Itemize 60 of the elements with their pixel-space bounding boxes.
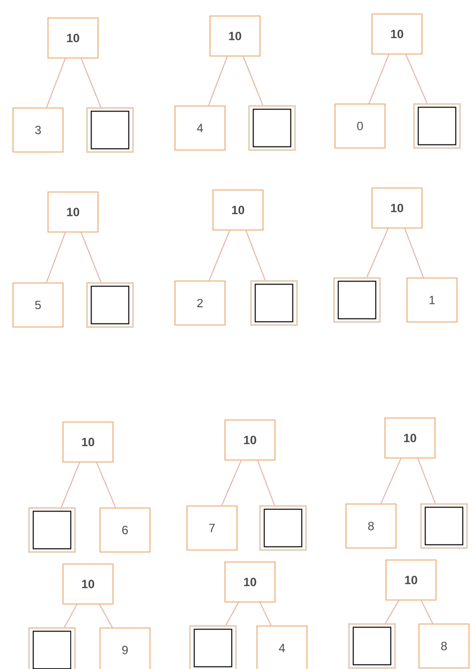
number-box: 10 — [371, 13, 423, 55]
number-box: 10 — [224, 419, 276, 461]
branch-line — [208, 230, 230, 281]
answer-box — [259, 505, 307, 551]
number-box: 10 — [384, 417, 436, 459]
branch-line — [80, 58, 102, 108]
answer-box — [413, 103, 461, 149]
number-box: 10 — [62, 563, 114, 605]
number-box: 2 — [174, 280, 226, 326]
number-box: 10 — [385, 559, 437, 601]
number-box: 10 — [47, 17, 99, 59]
answer-box — [333, 277, 381, 323]
branch-line — [242, 56, 264, 106]
branch-line — [366, 228, 389, 278]
number-box: 1 — [406, 277, 458, 323]
answer-box — [420, 503, 468, 549]
branch-line — [368, 54, 390, 104]
branch-line — [99, 604, 113, 628]
branch-line — [257, 460, 275, 506]
branch-line — [420, 600, 434, 624]
number-box: 5 — [12, 282, 64, 328]
answer-box — [248, 105, 296, 151]
branch-line — [225, 602, 239, 626]
branch-line — [405, 54, 428, 104]
answer-box — [28, 507, 76, 553]
number-box: 7 — [186, 505, 238, 551]
number-box: 4 — [256, 625, 308, 669]
number-box: 8 — [345, 503, 397, 549]
branch-line — [46, 232, 66, 283]
number-box: 6 — [99, 507, 151, 553]
number-box: 10 — [371, 187, 423, 229]
branch-line — [417, 458, 436, 504]
number-box: 10 — [212, 189, 264, 231]
number-box: 9 — [99, 627, 151, 669]
branch-line — [404, 228, 424, 278]
answer-box — [86, 107, 134, 153]
branch-line — [259, 602, 272, 626]
answer-box — [28, 627, 76, 669]
number-box: 10 — [47, 191, 99, 233]
branch-line — [384, 600, 400, 624]
branch-line — [60, 462, 80, 508]
branch-line — [221, 460, 242, 506]
branch-line — [380, 458, 402, 504]
branch-line — [245, 230, 266, 281]
answer-box — [348, 623, 396, 669]
number-box: 10 — [224, 561, 276, 603]
branch-line — [96, 462, 116, 508]
number-box: 10 — [209, 15, 261, 57]
branch-line — [80, 232, 102, 283]
number-box: 3 — [12, 107, 64, 153]
branch-line — [64, 604, 78, 628]
answer-box — [189, 625, 237, 669]
answer-box — [250, 280, 298, 326]
branch-line — [208, 56, 228, 106]
number-box: 4 — [174, 105, 226, 151]
number-box: 8 — [418, 623, 470, 669]
number-box: 0 — [334, 103, 386, 149]
branch-line — [46, 58, 66, 108]
number-box: 10 — [62, 421, 114, 463]
answer-box — [86, 282, 134, 328]
